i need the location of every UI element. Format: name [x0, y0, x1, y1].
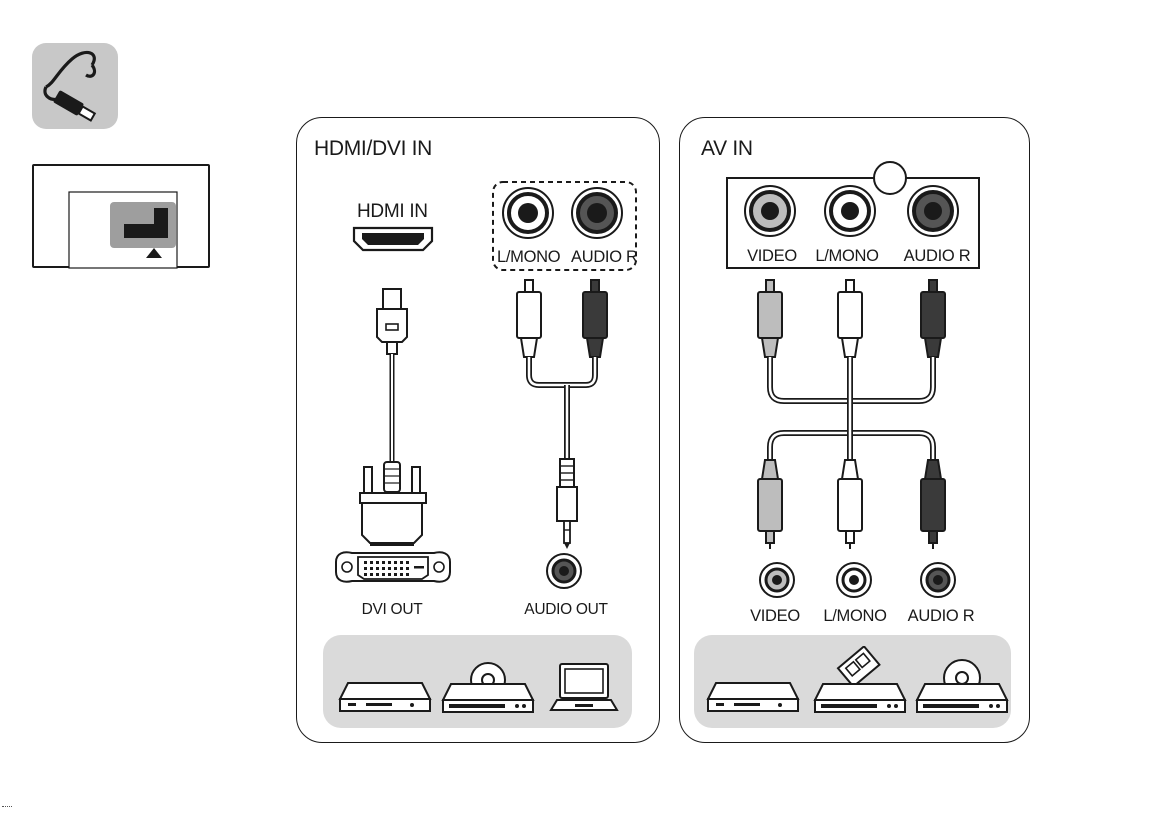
page-marker [2, 806, 12, 809]
audio-in-right-label: AUDIO R [571, 248, 638, 267]
audio-in-left-label: L/MONO [497, 248, 560, 267]
av-video-out-label: VIDEO [750, 607, 800, 626]
set-top-box-icon [706, 677, 800, 713]
av-video-bottom-plug-icon [758, 460, 782, 549]
audio-left-plug-icon [517, 280, 541, 357]
av-left-in-label: L/MONO [815, 247, 878, 266]
av-left-out-label: L/MONO [823, 607, 886, 626]
av-video-in-jack-icon [745, 186, 795, 236]
hdmi-plug-icon [377, 289, 407, 462]
av-left-out-jack-icon [837, 563, 871, 597]
av-right-in-jack-icon [908, 186, 958, 236]
audio-out-label: AUDIO OUT [524, 601, 607, 619]
av-right-top-plug-icon [921, 280, 945, 357]
av-left-top-plug-icon [838, 280, 862, 357]
av-left-bottom-plug-icon [838, 460, 862, 549]
dvi-port-icon [336, 552, 450, 581]
av-left-in-jack-icon [825, 186, 875, 236]
laptop-icon [549, 660, 619, 714]
av-video-in-label: VIDEO [747, 247, 797, 266]
av-video-out-jack-icon [760, 563, 794, 597]
dvd-player-icon [441, 660, 535, 714]
cable-icon [32, 43, 118, 129]
av-right-out-jack-icon [921, 563, 955, 597]
hdmi-port-icon [354, 228, 432, 250]
vcr-icon [813, 646, 907, 714]
port-location-diagram [32, 164, 210, 268]
av-right-bottom-plug-icon [921, 460, 945, 549]
audio-right-plug-icon [583, 280, 607, 357]
av-video-top-plug-icon [758, 280, 782, 357]
set-top-box-icon [338, 677, 432, 713]
mini-jack-plug-icon [557, 459, 577, 549]
av-right-out-label: AUDIO R [908, 607, 975, 626]
dvd-player-icon [915, 654, 1009, 714]
dvi-out-label: DVI OUT [362, 601, 423, 619]
audio-in-right-jack-icon [572, 188, 622, 238]
audio-in-left-jack-icon [503, 188, 553, 238]
audio-out-jack-icon [547, 554, 581, 588]
av-right-in-label: AUDIO R [904, 247, 971, 266]
dvi-plug-icon [360, 462, 426, 545]
